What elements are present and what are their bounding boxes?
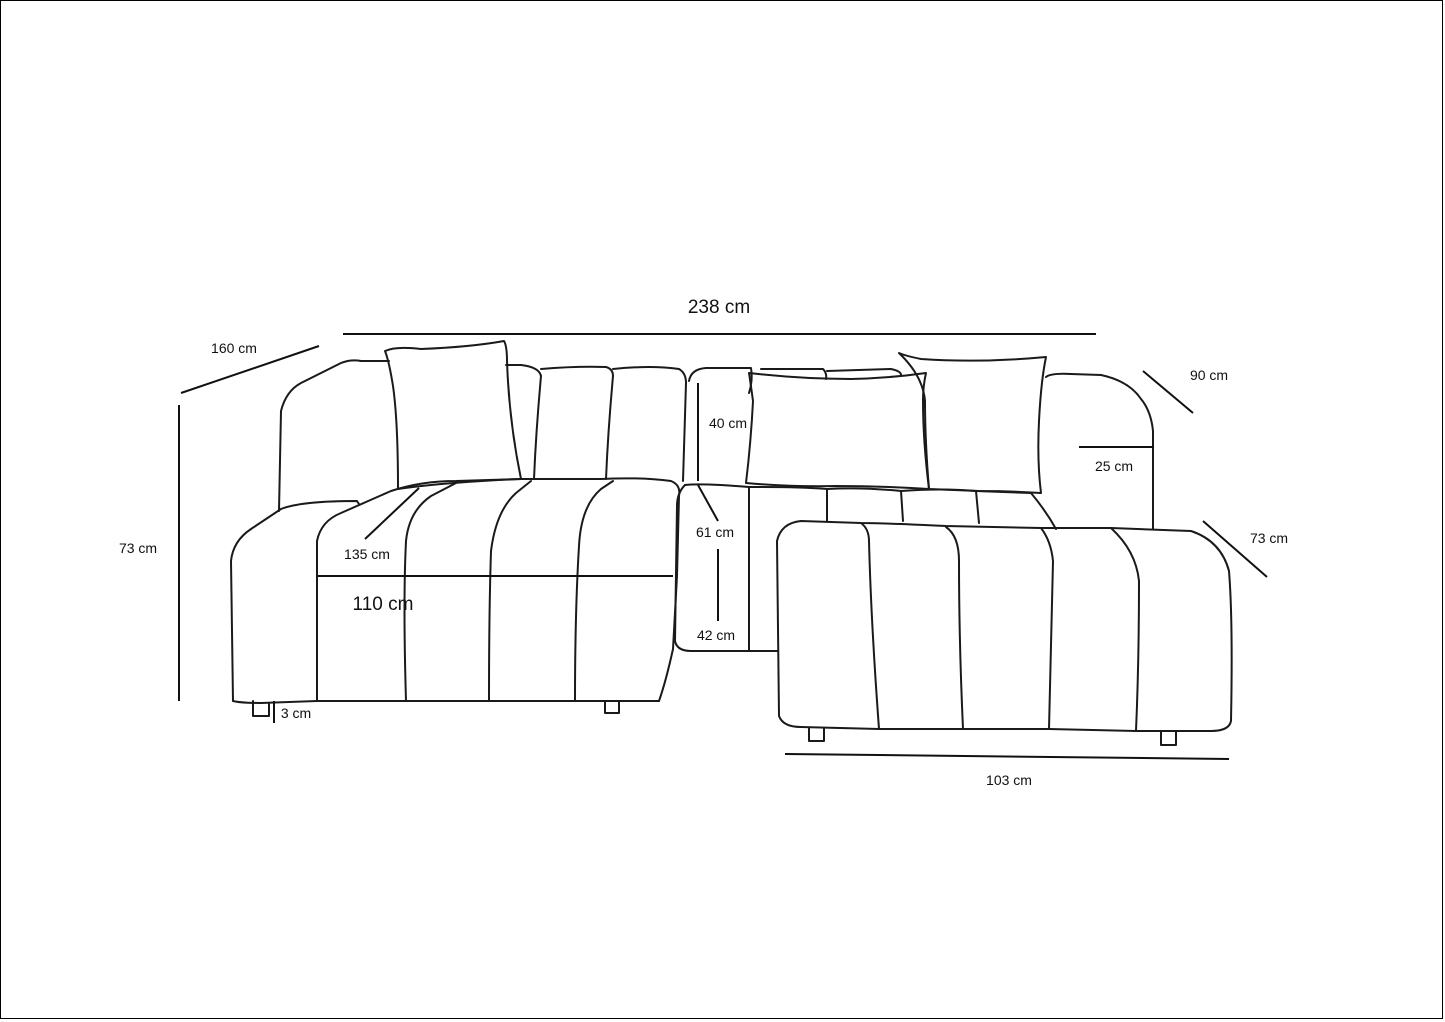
label-seat-width-diag: 135 cm <box>344 546 390 562</box>
dim-line-seat-depth <box>697 484 719 522</box>
label-chaise-height: 73 cm <box>1250 530 1288 546</box>
label-seat-height: 42 cm <box>697 627 735 643</box>
label-depth-left: 160 cm <box>211 340 257 356</box>
label-seat-depth: 61 cm <box>696 524 734 540</box>
label-height-left: 73 cm <box>119 540 157 556</box>
dimension-labels: 238 cm 160 cm 73 cm 90 cm 25 cm 73 cm 40… <box>119 297 1288 788</box>
label-backrest-height: 40 cm <box>709 415 747 431</box>
dim-line-depth-left <box>180 345 320 394</box>
label-leg-height: 3 cm <box>281 705 311 721</box>
dim-line-seat-diag <box>364 487 420 540</box>
dimension-lines <box>178 333 1268 760</box>
dim-line-depth-right <box>1142 370 1194 414</box>
label-chaise-width: 103 cm <box>986 772 1032 788</box>
label-depth-right: 90 cm <box>1190 367 1228 383</box>
label-overall-width: 238 cm <box>688 297 750 318</box>
right-sofa-module <box>674 352 1233 746</box>
dim-line-chaise-height <box>1202 520 1268 578</box>
label-seat-width: 110 cm <box>353 594 414 615</box>
left-sofa-module <box>230 340 687 717</box>
label-armrest-width: 25 cm <box>1095 458 1133 474</box>
dim-line-chaise-width <box>784 753 1230 760</box>
